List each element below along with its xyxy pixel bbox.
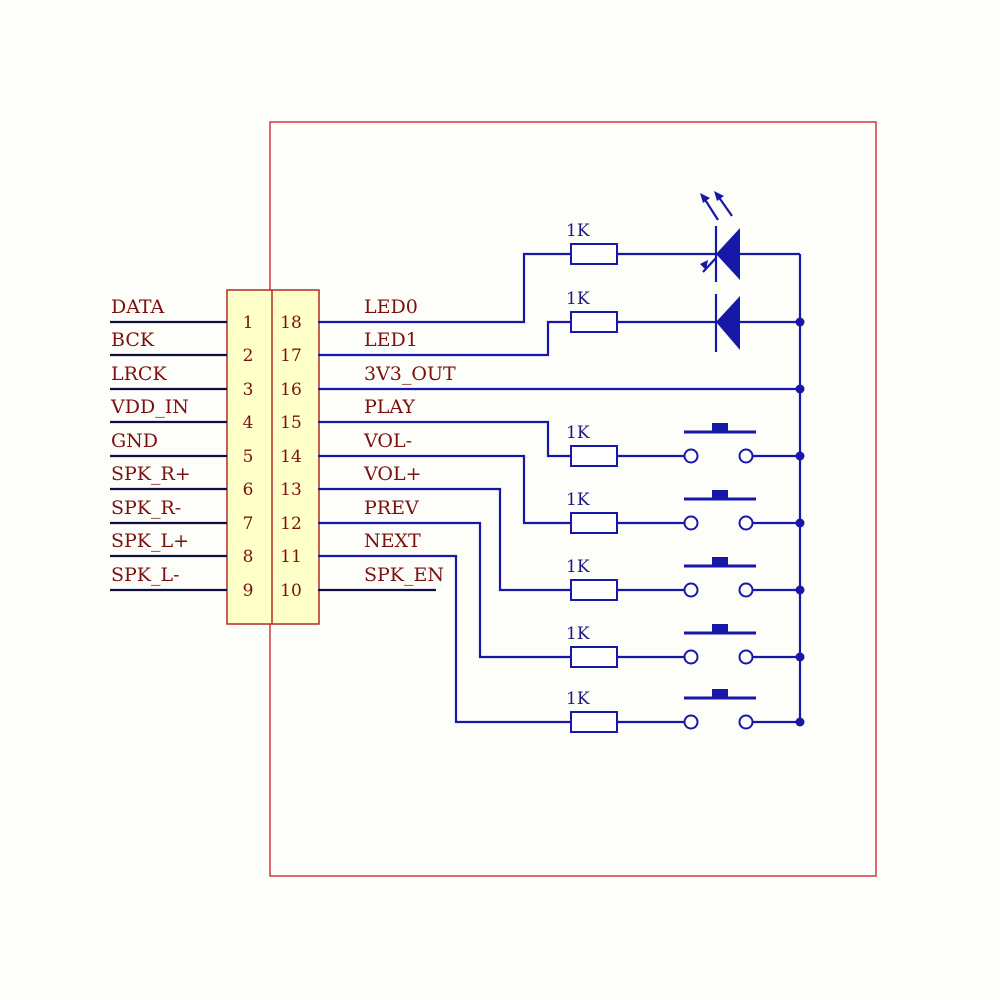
junction-dot: [795, 652, 805, 662]
resistor-label: 1K: [566, 423, 590, 443]
switch-contact: [683, 515, 699, 531]
led-icon: [716, 228, 740, 280]
switch-contact: [738, 649, 754, 665]
junction-dot: [795, 585, 805, 595]
left-pin-number: 3: [243, 380, 254, 400]
left-signal-label: SPK_R+: [111, 463, 191, 485]
switch-branch: 1K: [318, 521, 805, 668]
left-pin-number: 4: [243, 413, 254, 433]
right-pin-number: 16: [280, 380, 302, 400]
right-signal-label: NEXT: [364, 530, 421, 552]
resistor: [570, 512, 618, 534]
left-signal-label: SPK_R-: [111, 497, 181, 519]
resistor-label: 1K: [566, 221, 590, 241]
resistor-label: 1K: [566, 557, 590, 577]
switch-branch: 1K: [318, 420, 805, 467]
led1-branch: 1K: [318, 289, 800, 357]
resistor-label: 1K: [566, 490, 590, 510]
resistor: [570, 711, 618, 733]
junction-dot: [795, 317, 805, 327]
left-pin-number: 8: [243, 547, 254, 567]
junction-dot: [795, 451, 805, 461]
right-pin-number: 15: [280, 413, 302, 433]
switch-branch: 1K: [318, 554, 805, 733]
junction-dot: [795, 717, 805, 727]
left-signal-label: BCK: [111, 329, 155, 351]
right-pin-number: 11: [280, 547, 302, 567]
right-signal-label: SPK_EN: [364, 564, 444, 586]
header-connector: [226, 289, 320, 625]
right-signal-label: VOL-: [363, 430, 412, 452]
left-signal-label: VDD_IN: [110, 396, 189, 418]
junction-dot: [795, 384, 805, 394]
right-pin-number: 12: [280, 514, 302, 534]
right-signal-label: LED0: [364, 296, 418, 318]
left-signal-label: LRCK: [111, 363, 167, 385]
switch-contact: [738, 582, 754, 598]
right-signal-label: PREV: [364, 497, 419, 519]
right-pin-number: 18: [280, 313, 302, 333]
switch-branch: 1K: [318, 454, 805, 534]
switch-contact: [683, 448, 699, 464]
left-signal-label: SPK_L-: [111, 564, 180, 586]
right-pin-number: 13: [280, 480, 302, 500]
switch-contact: [738, 448, 754, 464]
left-pin-number: 1: [243, 313, 254, 333]
switch-branches: 1K 1K 1K 1K 1K: [318, 420, 805, 733]
switch-contact: [683, 582, 699, 598]
switch-contact: [738, 515, 754, 531]
resistor-r1: [570, 243, 618, 265]
right-signal-label: 3V3_OUT: [364, 363, 456, 385]
switch-contact: [683, 714, 699, 730]
switch-branch: 1K: [318, 487, 805, 601]
left-signal-label: DATA: [111, 296, 165, 318]
right-pin-number: 17: [280, 346, 302, 366]
left-pin-number: 7: [243, 514, 254, 534]
resistor: [570, 579, 618, 601]
left-signal-label: GND: [111, 430, 158, 452]
right-signal-label: VOL+: [363, 463, 422, 485]
right-pin-number: 14: [280, 447, 302, 467]
right-signal-label: PLAY: [364, 396, 415, 418]
resistor-label: 1K: [566, 624, 590, 644]
switch-contact: [683, 649, 699, 665]
resistor-label: 1K: [566, 689, 590, 709]
resistor-r2: [570, 311, 618, 333]
resistor: [570, 646, 618, 668]
left-signal-label: SPK_L+: [111, 530, 189, 552]
resistor-label: 1K: [566, 289, 590, 309]
led-icon: [716, 296, 740, 350]
right-pin-number: 10: [280, 581, 302, 601]
led0-branch: 1K: [318, 191, 800, 324]
left-pin-number: 5: [243, 447, 254, 467]
resistor: [570, 445, 618, 467]
left-pin-number: 6: [243, 480, 254, 500]
right-signal-label: LED1: [364, 329, 418, 351]
left-pin-number: 9: [243, 581, 254, 601]
left-pin-number: 2: [243, 346, 254, 366]
switch-contact: [738, 714, 754, 730]
junction-dot: [795, 518, 805, 528]
